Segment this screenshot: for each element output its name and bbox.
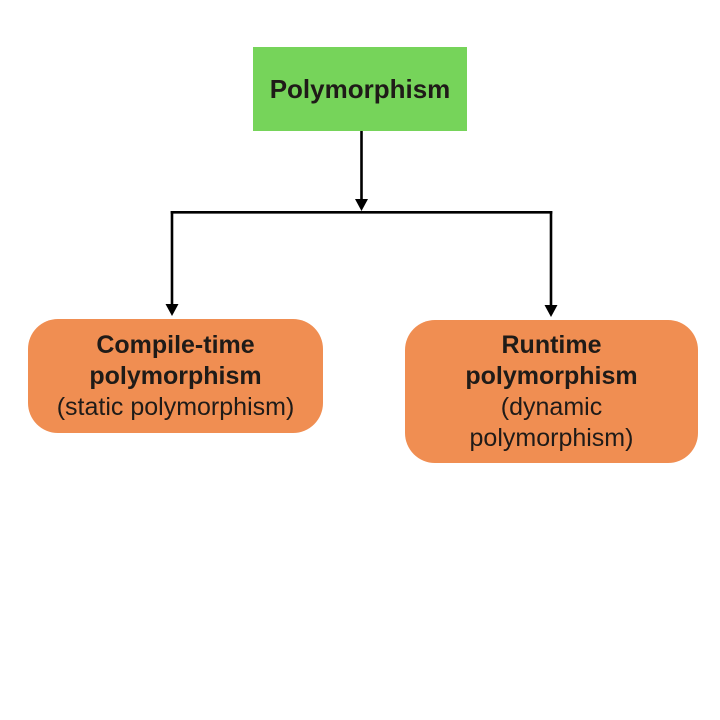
root-node-label: Polymorphism [269, 73, 451, 104]
compile-time-subtitle: (static polymorphism) [56, 392, 295, 421]
runtime-subtitle-line-1: (dynamic [500, 392, 603, 421]
arrowhead-left-icon [165, 304, 179, 316]
child-node-runtime: Runtime polymorphism (dynamic polymorphi… [405, 320, 698, 463]
compile-time-title-line-1: Compile-time [96, 330, 255, 359]
arrowhead-center-icon [355, 199, 368, 211]
compile-time-title-line-2: polymorphism [89, 361, 262, 390]
arrowhead-right-icon [544, 305, 558, 317]
runtime-title-line-1: Runtime [501, 330, 602, 359]
runtime-title-line-2: polymorphism [465, 361, 638, 390]
root-node-polymorphism: Polymorphism [253, 47, 467, 131]
runtime-subtitle-line-2: polymorphism) [469, 423, 634, 452]
child-node-compile-time: Compile-time polymorphism (static polymo… [28, 319, 323, 433]
